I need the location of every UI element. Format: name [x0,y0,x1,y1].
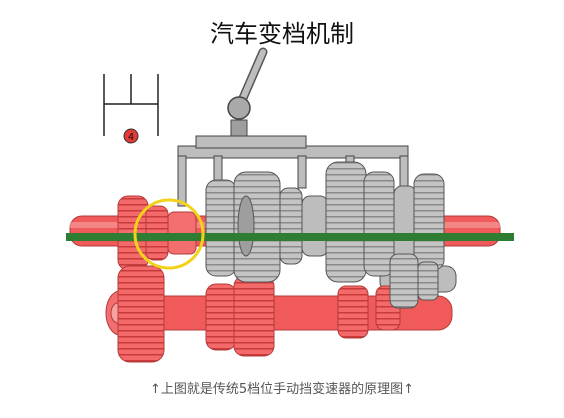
diagram-caption: ↑上图就是传统5档位手动挡变速器的原理图↑ [149,382,415,397]
gear-position-number: 4 [128,132,134,143]
main-gear-3 [325,161,367,283]
counter-gear-2 [205,283,237,351]
main-gear-2 [279,187,303,265]
counter-gear-1 [117,265,165,363]
main-gear-4 [363,171,395,277]
counter-gear-4 [337,285,369,339]
diagram-title: 汽车变档机制 [210,20,354,48]
synchro-hub-2 [301,195,329,257]
main-gear-5 [413,173,445,271]
synchro-hub-1 [233,171,281,283]
shift-pattern-h: 4 [103,74,159,144]
highlight-circle [133,198,205,270]
main-gear-1 [205,179,237,277]
gear-position-dot [123,128,139,144]
counter-gear-3 [233,275,275,357]
reverse-idler-gear [389,253,439,309]
synchro-hub-3 [393,185,417,263]
shift-lever [227,47,268,139]
